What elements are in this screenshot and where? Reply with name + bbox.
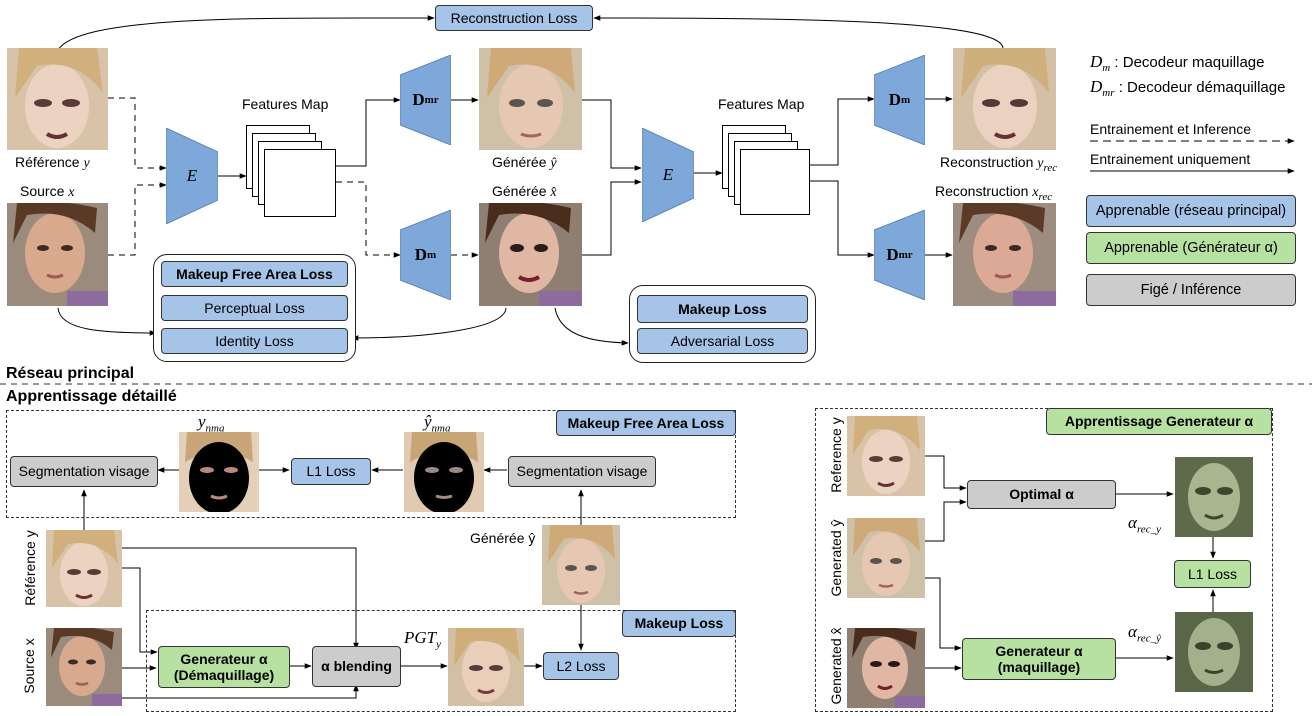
y-nma-label: ynma: [198, 412, 225, 435]
adversarial-loss-box: Adversarial Loss: [637, 328, 808, 354]
alpha-generator-tag: Apprentissage Generateur α: [1046, 408, 1272, 435]
segmentation-left-box: Segmentation visage: [10, 456, 158, 487]
feature-map-layer: [740, 149, 810, 215]
detail-reference-face-image: [46, 530, 122, 607]
alpha-rec-y-image: [1175, 457, 1253, 537]
l1-loss-detail-box: L1 Loss: [291, 458, 371, 485]
optimal-alpha-box: Optimal α: [967, 480, 1116, 509]
detail-reference-caption: Référence y: [22, 530, 38, 606]
yhat-nma-mask-image: [404, 432, 484, 512]
legend-train-only: Entrainement uniquement: [1090, 151, 1251, 167]
legend-frozen: Figé / Inférence: [1086, 274, 1296, 306]
y-nma-mask-image: [179, 432, 259, 512]
alpha-generated-y-face-image: [847, 518, 925, 598]
reconstruction-loss-label: Reconstruction Loss: [450, 9, 578, 26]
feature-map-layer: [264, 149, 336, 217]
generated-x-face-image: [479, 203, 582, 306]
legend-train-infer: Entrainement et Inference: [1090, 121, 1252, 137]
generator-alpha-demaq-box: Generateur α (Démaquillage): [158, 646, 290, 688]
alpha-l1-loss-box: L1 Loss: [1174, 560, 1251, 588]
detail-generated-face-image: [542, 525, 620, 605]
features-map-2-label: Features Map: [718, 96, 805, 112]
reference-face-image: [7, 48, 108, 150]
alpha-generated-x-face-image: [847, 628, 925, 708]
segmentation-right-box: Segmentation visage: [508, 456, 656, 487]
reference-caption: Référence y: [15, 154, 90, 171]
alpha-generator-frame: [815, 408, 1273, 712]
reconstruction-loss-box: Reconstruction Loss: [435, 5, 593, 31]
decoder-dmr-1-shape: [400, 55, 451, 145]
pgt-label: PGTy: [404, 628, 442, 651]
legend-learnable-alpha: Apprenable (Générateur α): [1086, 232, 1296, 264]
reconstruction-x-face-image: [953, 203, 1056, 306]
reconstruction-y-caption: Reconstruction yrec: [940, 154, 1058, 174]
encoder-2-label: E: [662, 165, 674, 184]
encoder-2-shape: [642, 128, 694, 222]
alpha-rec-yhat-label: αrec_ŷ: [1128, 622, 1161, 645]
legend-dm-definition: Dm : Decodeur maquillage: [1090, 52, 1265, 74]
yhat-nma-label: ŷnma: [424, 412, 451, 435]
decoder-dm-1-shape: [400, 210, 451, 300]
generated-x-caption: Générée x̂: [492, 183, 557, 200]
source-face-image: [7, 203, 108, 306]
legend-learnable-main: Apprenable (réseau principal): [1086, 195, 1296, 227]
encoder-1-shape: [166, 128, 218, 224]
generated-y-face-image: [479, 48, 582, 150]
detail-source-face-image: [46, 628, 122, 706]
alpha-blending-box: α blending: [312, 646, 401, 687]
alpha-rec-yhat-image: [1175, 612, 1253, 692]
l2-loss-box: L2 Loss: [543, 652, 619, 680]
identity-loss-box: Identity Loss: [161, 328, 348, 354]
alpha-reference-caption: Reference y: [828, 417, 844, 493]
makeup-free-area-loss-title: Makeup Free Area Loss: [161, 261, 348, 287]
makeup-detail-tag: Makeup Loss: [622, 610, 736, 637]
legend-dmr-definition: Dmr : Decodeur démaquillage: [1090, 77, 1286, 99]
section-title-main-network: Réseau principal: [6, 365, 135, 382]
makeup-loss-title: Makeup Loss: [637, 295, 808, 323]
alpha-rec-y-label: αrec_y: [1128, 513, 1161, 536]
detail-source-caption: Source x: [21, 638, 37, 694]
reconstruction-x-caption: Reconstruction xrec: [935, 183, 1053, 203]
features-map-1-label: Features Map: [242, 96, 329, 112]
makeup-detail-frame: [146, 610, 736, 712]
decoder-dm-2-shape: [874, 55, 925, 145]
alpha-generated-x-caption: Generated x̂: [828, 627, 844, 705]
generator-alpha-maq-box: Generateur α (maquillage): [962, 638, 1116, 680]
alpha-generated-y-caption: Generated ŷ: [828, 519, 844, 597]
encoder-1-label: E: [186, 166, 198, 185]
mfa-detail-frame: [6, 410, 736, 518]
source-caption: Source x: [20, 183, 75, 200]
alpha-reference-face-image: [847, 416, 925, 496]
mfa-detail-tag: Makeup Free Area Loss: [556, 410, 736, 436]
reconstruction-y-face-image: [953, 48, 1056, 150]
pgt-face-image: [448, 628, 524, 706]
generated-y-caption: Générée ŷ: [492, 154, 557, 171]
section-title-detailed-learning: Apprentissage détaillé: [6, 388, 177, 405]
perceptual-loss-box: Perceptual Loss: [161, 295, 348, 321]
decoder-dmr-2-shape: [874, 210, 925, 300]
detail-generated-caption: Générée ŷ: [470, 530, 536, 546]
